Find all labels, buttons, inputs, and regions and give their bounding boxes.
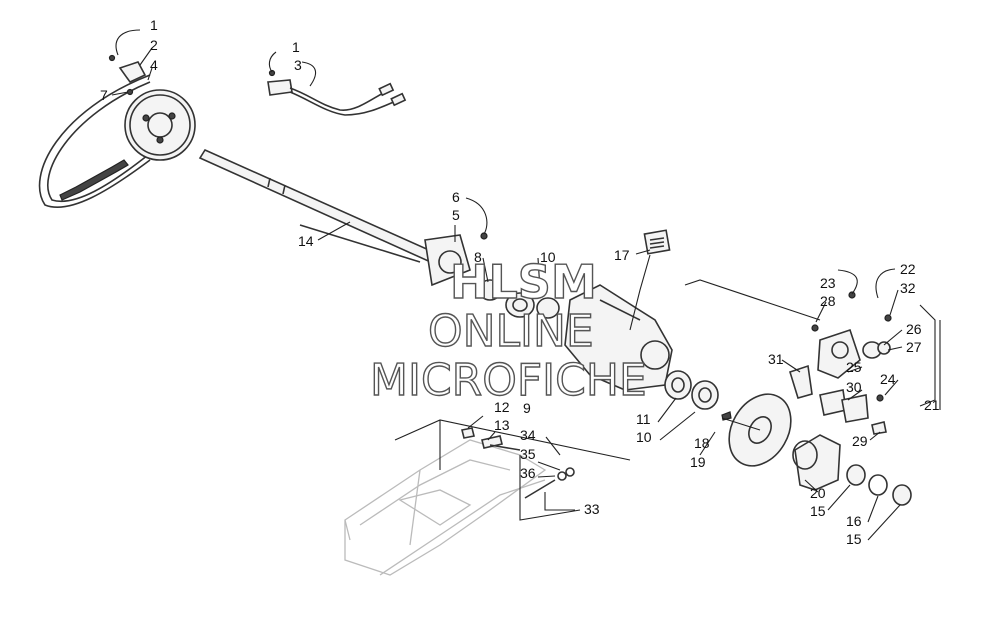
callout-30: 30 xyxy=(846,379,862,395)
rear-axle xyxy=(198,148,442,266)
sprocket-bolt-guard xyxy=(108,54,147,96)
speed-sensor-harness xyxy=(267,69,407,116)
brake-caliper xyxy=(811,291,892,379)
axle-bearing xyxy=(478,279,560,319)
carrier-seal xyxy=(664,370,719,410)
callout-6: 6 xyxy=(452,189,460,205)
callout-17: 17 xyxy=(614,247,630,263)
callout-10-bottom: 10 xyxy=(636,429,652,445)
callout-15-bottom: 15 xyxy=(846,531,862,547)
axle-bearing-flange xyxy=(424,232,488,287)
hub-nuts xyxy=(846,464,912,506)
callout-19: 19 xyxy=(690,454,706,470)
callout-18: 18 xyxy=(694,435,710,451)
callout-25: 25 xyxy=(846,359,862,375)
callout-20: 20 xyxy=(810,485,826,501)
callout-32: 32 xyxy=(900,280,916,296)
callout-16: 16 xyxy=(846,513,862,529)
callout-24: 24 xyxy=(880,371,896,387)
callout-13: 13 xyxy=(494,417,510,433)
callout-11: 11 xyxy=(636,411,651,427)
drive-chain xyxy=(38,74,151,209)
callout-22: 22 xyxy=(900,261,916,277)
callout-3: 3 xyxy=(294,57,302,73)
callout-29: 29 xyxy=(852,433,868,449)
callout-7: 7 xyxy=(100,87,108,103)
callout-4: 4 xyxy=(150,57,158,73)
callout-labels: 1 2 4 7 1 3 6 5 14 8 10 17 9 11 10 12 13… xyxy=(100,17,940,547)
caliper-piston xyxy=(862,341,891,359)
frame-assembly-box xyxy=(394,419,631,521)
bearing-carrier-housing xyxy=(564,284,673,391)
callout-21: 21 xyxy=(924,397,940,413)
rear-sprocket xyxy=(124,89,196,161)
callout-9: 9 xyxy=(523,400,531,416)
callout-26: 26 xyxy=(906,321,922,337)
callout-28: 28 xyxy=(820,293,836,309)
watermark-online: ONLINE xyxy=(428,306,594,357)
callout-8: 8 xyxy=(474,249,482,265)
callout-1-harness: 1 xyxy=(292,39,300,55)
callout-23: 23 xyxy=(820,275,836,291)
watermark-hlsm: HLSM xyxy=(450,255,597,309)
callout-14: 14 xyxy=(298,233,314,249)
leader-lines xyxy=(111,29,941,541)
axle-hub xyxy=(792,434,841,491)
callout-5: 5 xyxy=(452,207,460,223)
watermark-microfiche: MICROFICHE xyxy=(370,355,647,406)
callout-35: 35 xyxy=(520,446,536,462)
frame-outline xyxy=(344,439,547,576)
callout-36: 36 xyxy=(520,465,536,481)
caliper-pins xyxy=(871,394,887,435)
callout-1: 1 xyxy=(150,17,158,33)
warning-decal xyxy=(643,229,671,255)
brake-pads xyxy=(789,364,869,423)
watermark: HLSM ONLINE MICROFICHE xyxy=(369,254,647,406)
callout-34: 34 xyxy=(520,427,536,443)
callout-10-top: 10 xyxy=(540,249,556,265)
callout-2: 2 xyxy=(150,37,158,53)
callout-12: 12 xyxy=(494,399,510,415)
callout-27: 27 xyxy=(906,339,922,355)
mount-bolts xyxy=(461,427,575,499)
callout-31: 31 xyxy=(768,351,784,367)
callout-33: 33 xyxy=(584,501,600,517)
callout-15-top: 15 xyxy=(810,503,826,519)
